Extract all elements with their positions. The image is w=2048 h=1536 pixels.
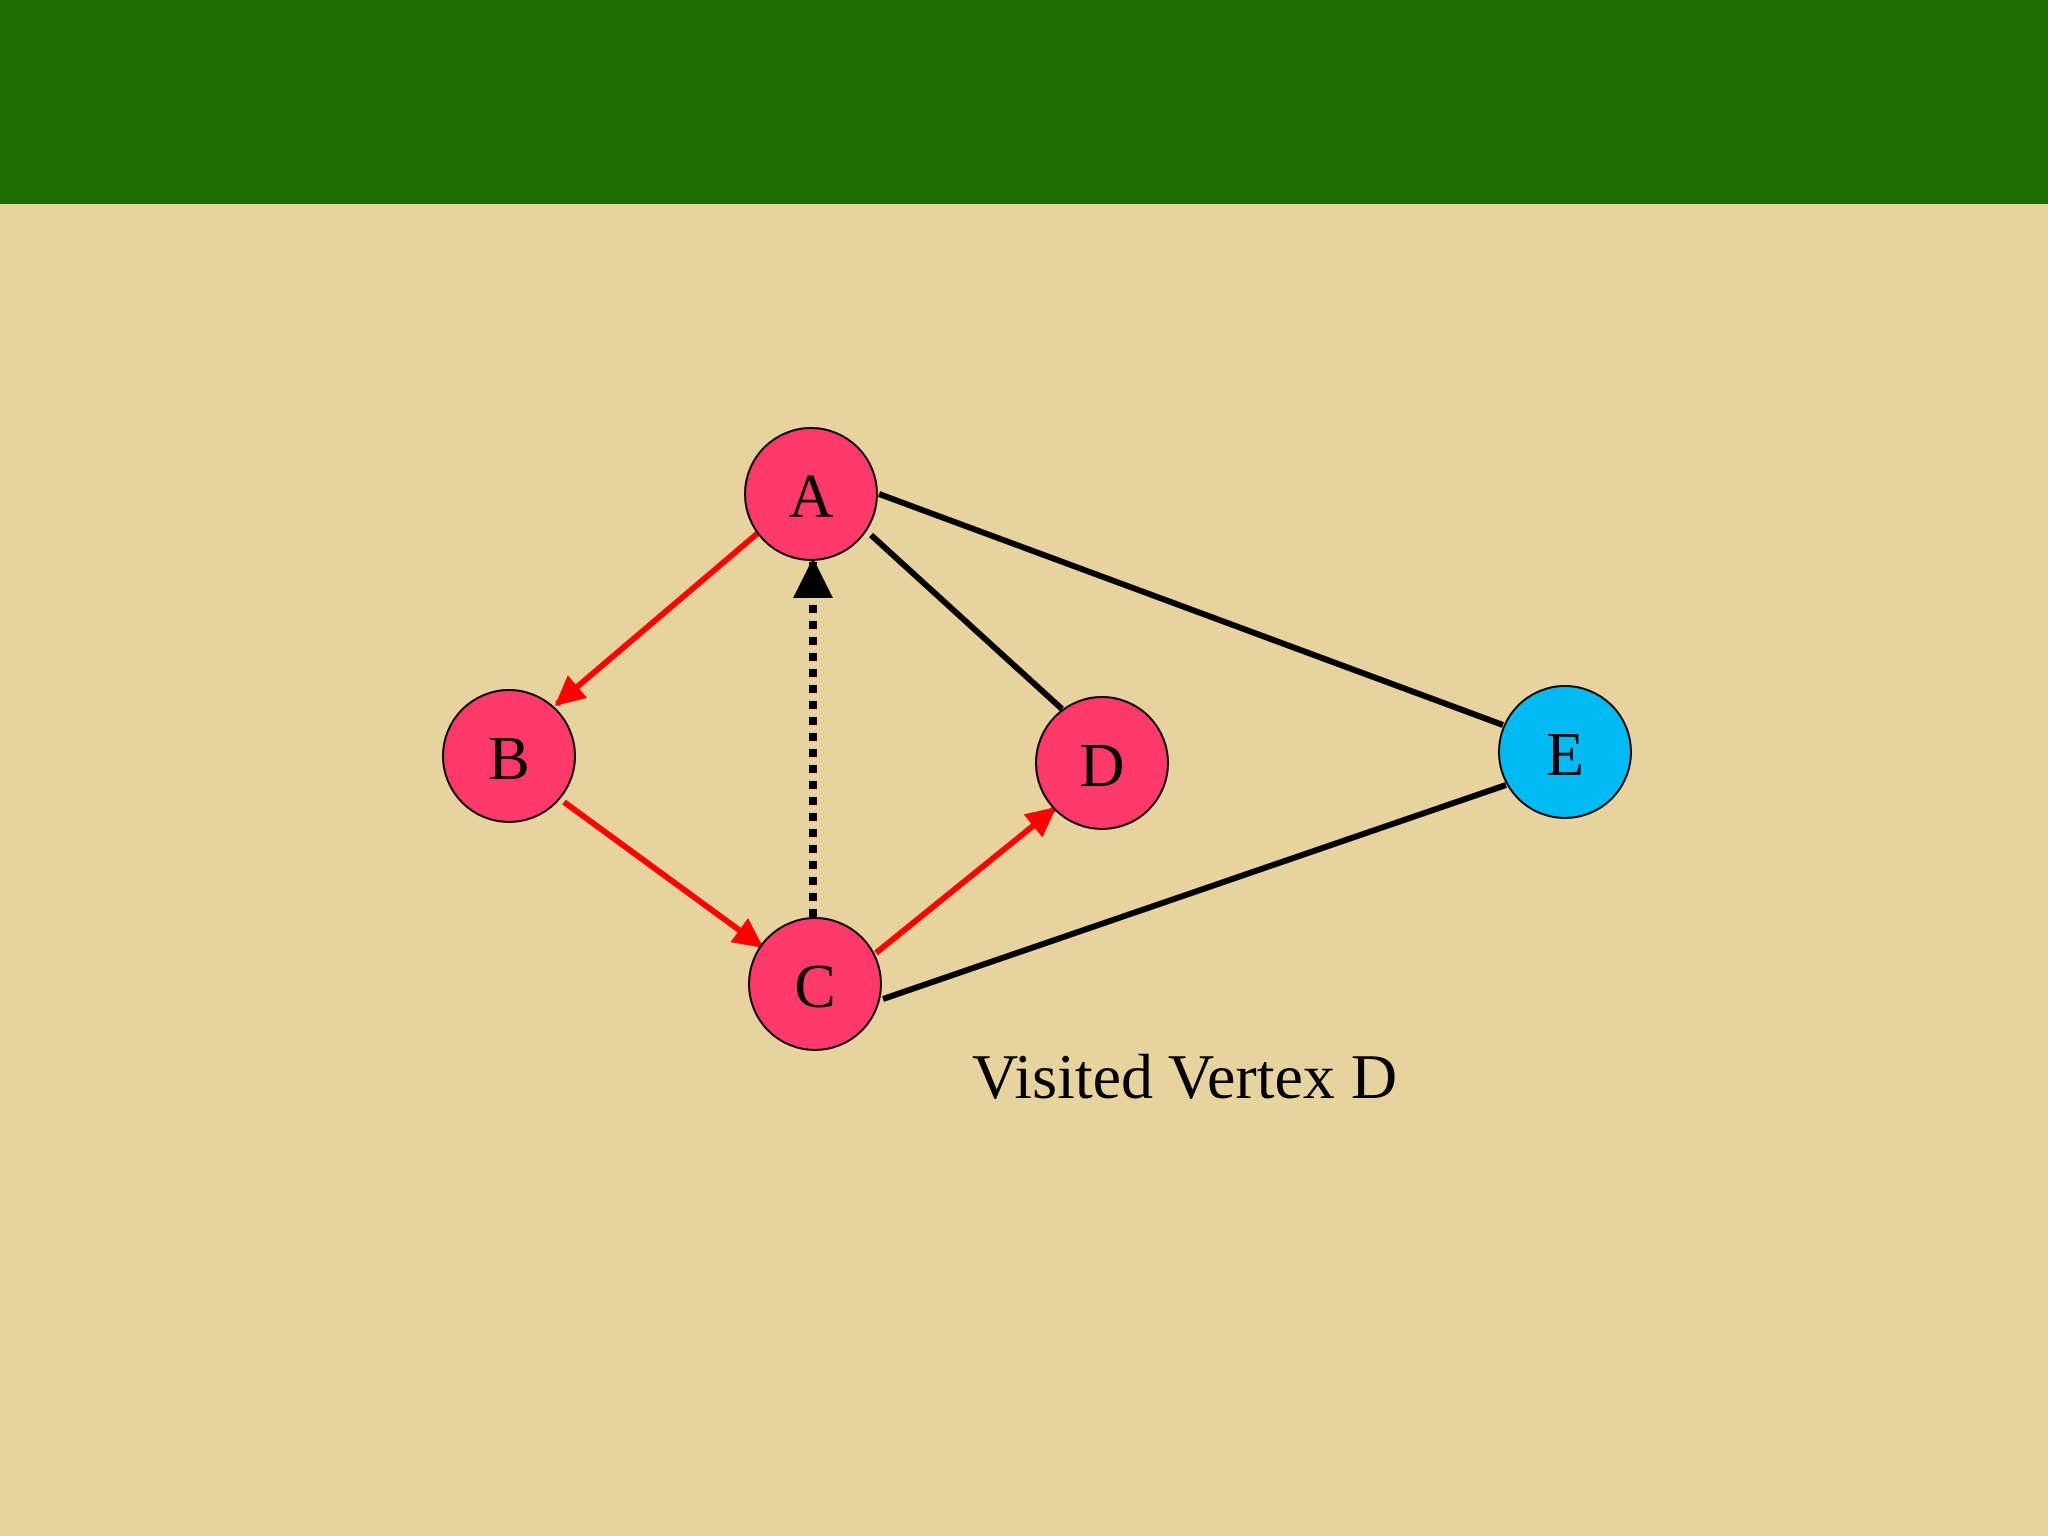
node-a: A (744, 427, 878, 561)
edge-c-d (874, 806, 1057, 956)
node-e: E (1498, 685, 1632, 819)
node-b-label: B (488, 725, 529, 793)
node-d-label: D (1080, 732, 1125, 800)
node-b: B (442, 689, 576, 823)
node-d: D (1035, 696, 1169, 830)
edge-a-b (554, 530, 760, 707)
node-c: C (748, 917, 882, 1051)
edge-a-d (868, 532, 1065, 712)
edge-c-e (882, 782, 1507, 1002)
edge-a-e (877, 491, 1505, 728)
node-a-label: A (789, 463, 834, 531)
caption: Visited Vertex D (972, 1041, 1398, 1112)
edge-b-c (562, 799, 764, 949)
node-c-label: C (794, 953, 835, 1021)
title-bar (0, 0, 2048, 204)
node-e-label: E (1546, 721, 1584, 789)
